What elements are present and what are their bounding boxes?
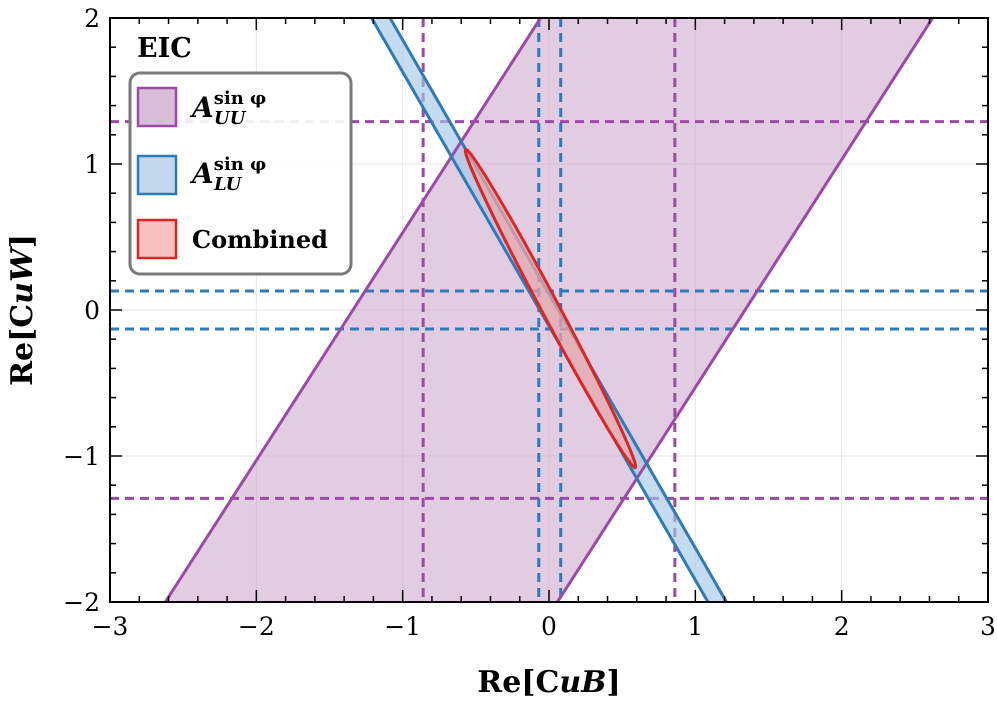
uu-band-edge-high [163,18,543,602]
ticks [109,17,989,603]
x-tick-label: −3 [92,612,129,641]
y-tick-label: −1 [63,442,100,471]
x-tick-label: 0 [541,612,557,641]
y-axis-label: Re[CuW] [5,234,40,386]
plot-region [110,18,988,602]
x-tick-label: 1 [687,612,703,641]
legend-label-combined: Combined [192,225,328,254]
legend-box [128,71,353,276]
legend-swatch-lu [136,154,178,196]
x-tick-label: 3 [980,612,996,641]
x-tick-label: 2 [834,612,850,641]
y-tick-label: −2 [63,588,100,617]
y-tick-label: 2 [84,4,100,33]
legend-swatch-combined [136,218,178,260]
x-tick-label: −1 [384,612,421,641]
y-tick-label: 1 [84,150,100,179]
x-tick-label: −2 [238,612,275,641]
uu-dashed-lines [110,18,988,602]
legend-swatch-uu [136,86,178,128]
y-tick-label: 0 [84,296,100,325]
combined-region [463,147,638,470]
uu-band-edge-low [555,18,935,602]
x-axis-label: Re[CuB] [477,665,620,700]
legend-title: EIC [137,33,192,64]
